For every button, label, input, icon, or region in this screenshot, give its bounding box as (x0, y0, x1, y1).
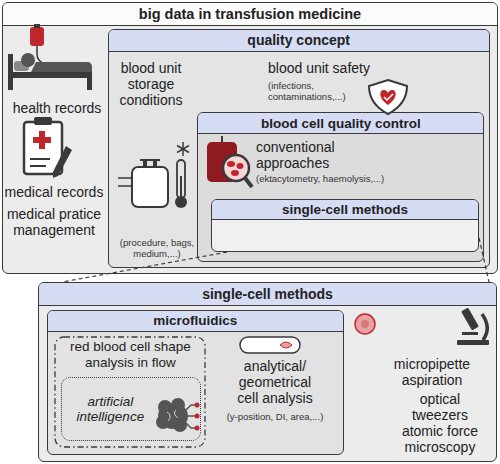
header-band: microfluidics (48, 311, 343, 332)
topic-label: blood unit safety (268, 60, 398, 76)
header-band: single-cell methods (212, 200, 478, 220)
text-area: artificial intelligence (66, 378, 154, 440)
method-label: optical tweezers (400, 391, 480, 423)
blood-bag-magnifier-icon (207, 136, 252, 187)
control-panel: blood cell quality control single-cell me… (197, 112, 484, 262)
source-label: medical records (2, 184, 106, 200)
channel-icon (240, 337, 300, 353)
source-label: health records (2, 100, 112, 116)
topic-label: conventional approaches (256, 139, 376, 171)
header-band: big data in transfusion medicine (3, 3, 497, 26)
method-label: micropipette aspiration (372, 356, 492, 388)
method-label: atomic force microscopy (385, 423, 495, 455)
patient-bed-icon (8, 24, 92, 90)
node-title: single-cell methods (282, 202, 408, 217)
topic-label: analytical/ geometrical cell analysis (227, 358, 323, 406)
node-title: big data in transfusion medicine (139, 6, 361, 22)
detail-note: (ektacytometry, haemolysis,...) (256, 174, 436, 185)
node-title: quality concept (247, 32, 350, 48)
clipboard-icon (24, 117, 72, 178)
microscope-icon (457, 307, 489, 345)
method-band: single-cell methods (211, 199, 479, 252)
brain-icon (156, 398, 200, 432)
detail-note: (infections, contaminations,...) (268, 81, 368, 103)
header-band: single-cell methods (39, 283, 496, 306)
zoom-connector (479, 238, 489, 282)
detail-note: (y-position, DI, area,...) (209, 412, 341, 423)
outline-path (55, 337, 205, 447)
red-cell-icon (355, 314, 375, 334)
header-band: quality concept (109, 30, 489, 52)
node-title: blood cell quality control (261, 116, 421, 131)
detail-note: (procedure, bags, medium,...) (110, 238, 204, 260)
shield-icon (369, 80, 407, 114)
node-title: microfluidics (153, 313, 237, 328)
node-title: red blood cell shape analysis in flow (58, 339, 202, 370)
storage-bag-icon (118, 142, 189, 208)
analysis-group: red blood cell shape analysis in flow art… (54, 336, 206, 448)
node-title: single-cell methods (202, 286, 333, 302)
topic-label: blood unit storage conditions (110, 60, 192, 108)
header-band: blood cell quality control (198, 113, 483, 134)
source-label: medical pratice management (2, 206, 106, 238)
ai-group: artificial intelligence (61, 377, 201, 441)
node-title: artificial intelligence (66, 394, 154, 425)
zoom-connector (62, 252, 227, 282)
